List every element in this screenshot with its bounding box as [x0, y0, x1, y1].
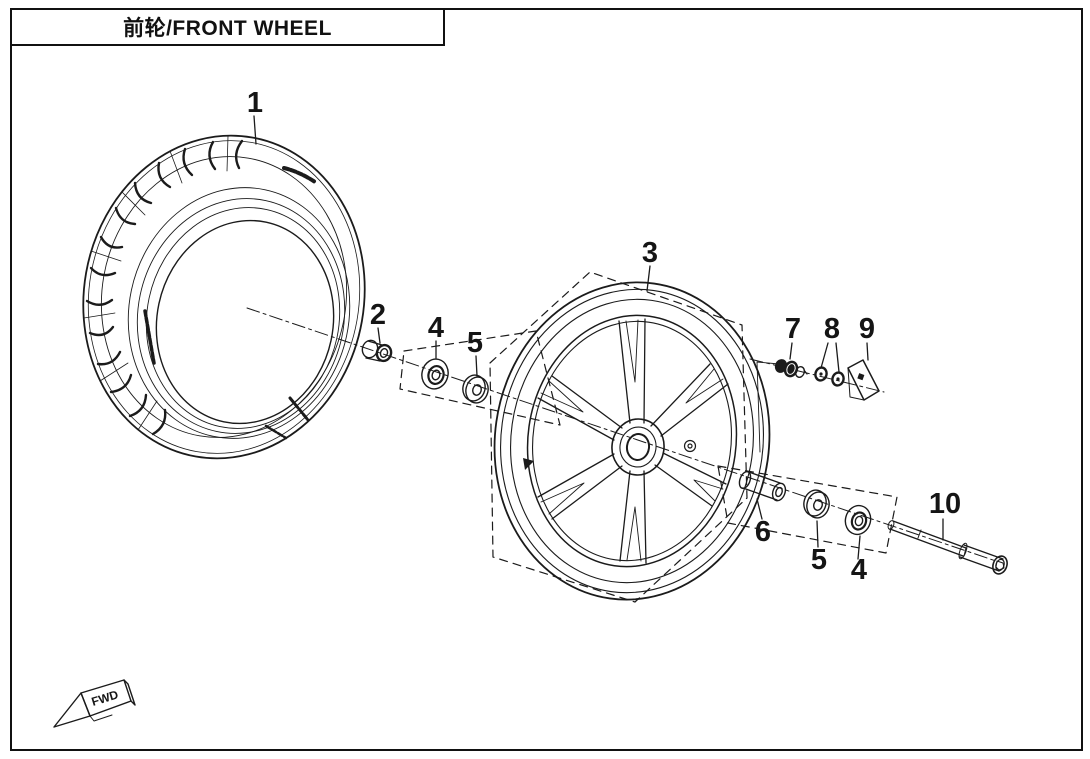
wheel-spokes — [537, 318, 729, 564]
spacer-part-6 — [738, 470, 787, 502]
callout-label-10: 10 — [929, 488, 961, 520]
tire-sidewall-markings — [143, 166, 317, 440]
callout-label-9: 9 — [859, 313, 875, 345]
washer-part-5-right — [803, 489, 830, 519]
callout-3: 3 — [642, 237, 658, 292]
valve-axis-line — [749, 358, 885, 393]
callout-label-3: 3 — [642, 237, 658, 269]
fwd-label: FWD — [90, 687, 121, 708]
dashed-box-right — [717, 465, 898, 554]
valve-bracket-part-9 — [847, 359, 880, 401]
seal-washer-part-4-right — [844, 504, 872, 536]
wheel-hub — [611, 418, 665, 476]
dashed-box-left — [399, 330, 561, 426]
callout-4-left: 4 — [428, 312, 444, 359]
valve-nuts-part-8 — [814, 366, 845, 387]
tire-tread-marks — [85, 139, 244, 436]
tire-part-1 — [82, 134, 366, 460]
bushing-part-2 — [361, 339, 393, 363]
callout-5-left: 5 — [467, 327, 483, 377]
callout-label-1: 1 — [247, 87, 263, 119]
rim-valve-hole — [683, 439, 697, 453]
callout-9: 9 — [859, 313, 875, 361]
callout-label-6: 6 — [755, 516, 771, 548]
valve-position-leader — [756, 361, 780, 453]
seal-washer-part-4-left — [421, 358, 449, 390]
wheel-part-3 — [493, 281, 771, 601]
valve-part-7 — [774, 359, 808, 378]
callout-1: 1 — [247, 87, 263, 145]
callout-label-4-right: 4 — [851, 554, 867, 586]
fwd-arrow-icon — [53, 679, 136, 728]
callout-5-right: 5 — [811, 520, 827, 576]
callout-label-4-left: 4 — [428, 312, 444, 344]
page-title: 前轮/FRONT WHEEL — [123, 17, 332, 40]
callout-label-8: 8 — [824, 313, 840, 345]
callout-10: 10 — [929, 488, 961, 541]
diagram-border-frame — [10, 8, 1083, 751]
callout-2: 2 — [370, 299, 386, 344]
callout-label-7: 7 — [785, 313, 801, 345]
axle-part-10 — [887, 520, 1008, 575]
callout-4-right: 4 — [851, 535, 867, 586]
title-box: 前轮/FRONT WHEEL — [10, 8, 445, 46]
dashed-box-wheel — [489, 271, 748, 603]
callout-label-5-left: 5 — [467, 327, 483, 359]
fwd-direction-indicator: FWD — [53, 679, 136, 728]
callout-7: 7 — [785, 313, 801, 360]
callout-8: 8 — [820, 313, 840, 373]
tire-section-lines — [83, 135, 229, 431]
callout-label-2: 2 — [370, 299, 386, 331]
callout-6: 6 — [755, 498, 771, 548]
callout-label-5-right: 5 — [811, 544, 827, 576]
rim-detail-mark — [523, 458, 534, 470]
